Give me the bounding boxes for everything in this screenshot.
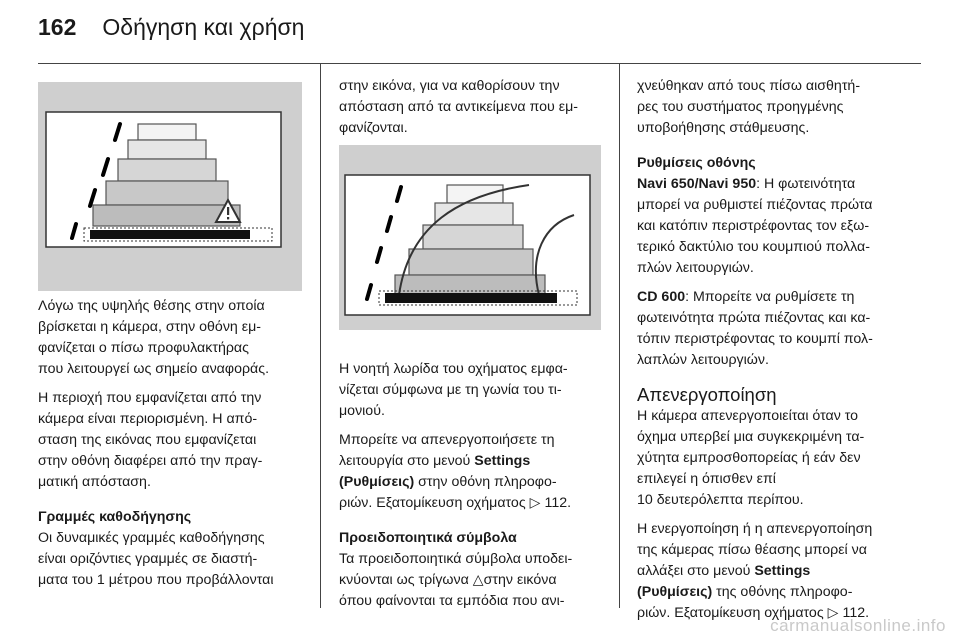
paragraph: Η νοητή λωρίδα του οχήματος εμφα‐ νίζετα… <box>339 361 568 419</box>
column-divider <box>320 64 321 608</box>
column-3: χνεύθηκαν από τους πίσω αισθητή‐ ρες του… <box>637 76 927 632</box>
paragraph: χνεύθηκαν από τους πίσω αισθητή‐ ρες του… <box>637 78 861 136</box>
menu-name: Settings <box>754 563 811 579</box>
paragraph: Οι δυναμικές γραμμές καθοδήγησης είναι ο… <box>38 530 274 588</box>
section-heading: Προειδοποιητικά σύμβολα <box>339 530 517 546</box>
warning-triangle-icon <box>214 197 242 223</box>
column-2-bottom: Η νοητή λωρίδα του οχήματος εμφα‐ νίζετα… <box>339 359 615 620</box>
paragraph: Η κάμερα απενεργοποιείται όταν το όχημα … <box>637 408 865 508</box>
paragraph: Μπορείτε να απενεργοποιήσετε τη λειτουργ… <box>339 432 572 511</box>
paragraph: Λόγω της υψηλής θέσης στην οποία βρίσκετ… <box>38 298 270 377</box>
section-heading: Ρυθμίσεις οθόνης <box>637 155 756 171</box>
paragraph: Η περιοχή που εμφανίζεται από την κάμερα… <box>38 390 263 490</box>
column-1: Λόγω της υψηλής θέσης στην οποία βρίσκετ… <box>38 296 314 599</box>
page-reference-arrow-icon: ▷ <box>529 495 541 511</box>
watermark: carmanualsonline.info <box>770 616 946 635</box>
section-heading: Γραμμές καθοδήγησης <box>38 509 192 525</box>
guideline-illustration <box>38 82 302 291</box>
paragraph: Τα προειδοποιητικά σύμβολα υποδει‐ κνύον… <box>339 551 573 609</box>
page-reference[interactable]: 112. <box>544 495 572 511</box>
menu-name: Settings <box>474 453 531 469</box>
paragraph: CD 600: Μπορείτε να ρυθμίσετε τη φωτεινό… <box>637 289 873 368</box>
page-number: 162 <box>38 14 77 40</box>
header-rule <box>38 63 921 64</box>
page-reference-arrow-icon: ▷ <box>827 605 839 621</box>
device-label: Navi 650/Navi 950 <box>637 176 757 192</box>
vehicle-lane-illustration <box>339 145 601 330</box>
paragraph: Navi 650/Navi 950: Η φωτεινότητα μπορεί … <box>637 176 873 276</box>
page-reference[interactable]: 112. <box>842 605 870 621</box>
page-header: 162 Οδήγηση και χρήση <box>38 14 304 41</box>
column-divider <box>619 64 620 608</box>
paragraph: στην εικόνα, για να καθορίσουν την απόστ… <box>339 78 578 136</box>
warning-triangle-icon: △ <box>472 572 484 588</box>
paragraph: Η ενεργοποίηση ή η απενεργοποίηση της κά… <box>637 521 873 621</box>
menu-name: (Ρυθμίσεις) <box>637 584 713 600</box>
menu-name: (Ρυθμίσεις) <box>339 474 415 490</box>
device-label: CD 600 <box>637 289 686 305</box>
column-2-top: στην εικόνα, για να καθορίσουν την απόστ… <box>339 76 615 147</box>
section-heading-large: Απενεργοποίηση <box>637 384 777 405</box>
chapter-title: Οδήγηση και χρήση <box>102 14 305 40</box>
